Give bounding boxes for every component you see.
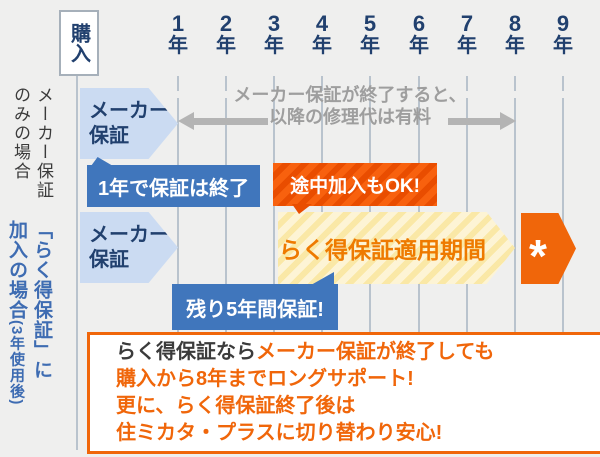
summary-line3: 更に、らく得保証終了後は [116,395,356,417]
arrowhead-left-icon [178,112,194,130]
year-gridline [562,98,564,453]
maker-warranty-text: 保証 [89,248,129,271]
repair-cost-note: メーカー保証が終了すると、 以降の修理代は有料 [205,84,495,128]
year-gridline [273,98,275,453]
purchase-marker: 購入 [59,10,99,76]
rakutoku-period-arrow: らく得保証適用期間 [278,212,515,284]
maker-warranty-text: メーカー [89,223,169,246]
callout-pointer [91,157,113,166]
summary-box: らく得保証ならメーカー保証が終了しても 購入から8年までロングサポート! 更に、… [87,332,600,454]
maker-warranty-arrow-row2: メーカー 保証 [80,212,178,283]
sidebar-case-maker-only: メーカー保証 のみの場合 [9,86,55,221]
year-tick [369,76,371,91]
maker-warranty-text: 保証 [89,124,129,147]
left-arrow-icon [178,112,268,130]
year-tick [466,76,468,91]
repair-cost-note-line1: メーカー保証が終了すると、 [233,85,467,105]
repair-cost-note-line2: 以降の修理代は有料 [269,107,431,127]
year-tick [321,76,323,91]
continuation-arrow: * [521,213,576,284]
rakutoku-period-label: らく得保証適用期間 [279,237,486,263]
maker-warranty-arrow-row1: メーカー 保証 [80,88,178,159]
summary-line1: らく得保証ならメーカー保証が終了しても [116,341,495,363]
summary-line2: 購入から8年までロングサポート! [116,368,414,390]
asterisk-icon: * [529,229,547,282]
right-arrow-icon [448,112,516,130]
year-tick [225,76,227,91]
year-tick [418,76,420,91]
purchase-gridline [76,73,78,450]
year-tick [273,76,275,91]
remaining-warranty-callout: 残り5年間保証! [172,284,338,330]
year-gridline [177,98,179,453]
purchase-label: 購入 [67,23,90,63]
sidebar-case-rakutoku: 「らく得保証」に 加入の場合(3年使用後) [4,220,54,448]
year-gridline [225,98,227,453]
year-tick [562,76,564,91]
maker-warranty-text: メーカー [89,99,169,122]
sidebar-case1-line1: メーカー保証 [34,86,53,200]
sidebar-case2-line1: 「らく得保証」に [31,220,52,380]
summary-line4: 住ミカタ・プラスに切り替わり安心! [116,422,443,444]
arrowhead-right-icon [500,112,516,130]
warranty-ends-callout: 1年で保証は終了 [87,165,260,207]
sidebar-case1-line2: のみの場合 [11,86,30,181]
sidebar-case2-note: (3年使用後) [8,320,25,406]
sidebar-case2-line2: 加入の場合 [6,220,27,320]
callout-pointer [292,204,312,214]
year-gridline [514,98,516,453]
year-tick [177,76,179,91]
midway-join-callout: 途中加入もOK! [273,163,437,206]
year-tick [514,76,516,91]
